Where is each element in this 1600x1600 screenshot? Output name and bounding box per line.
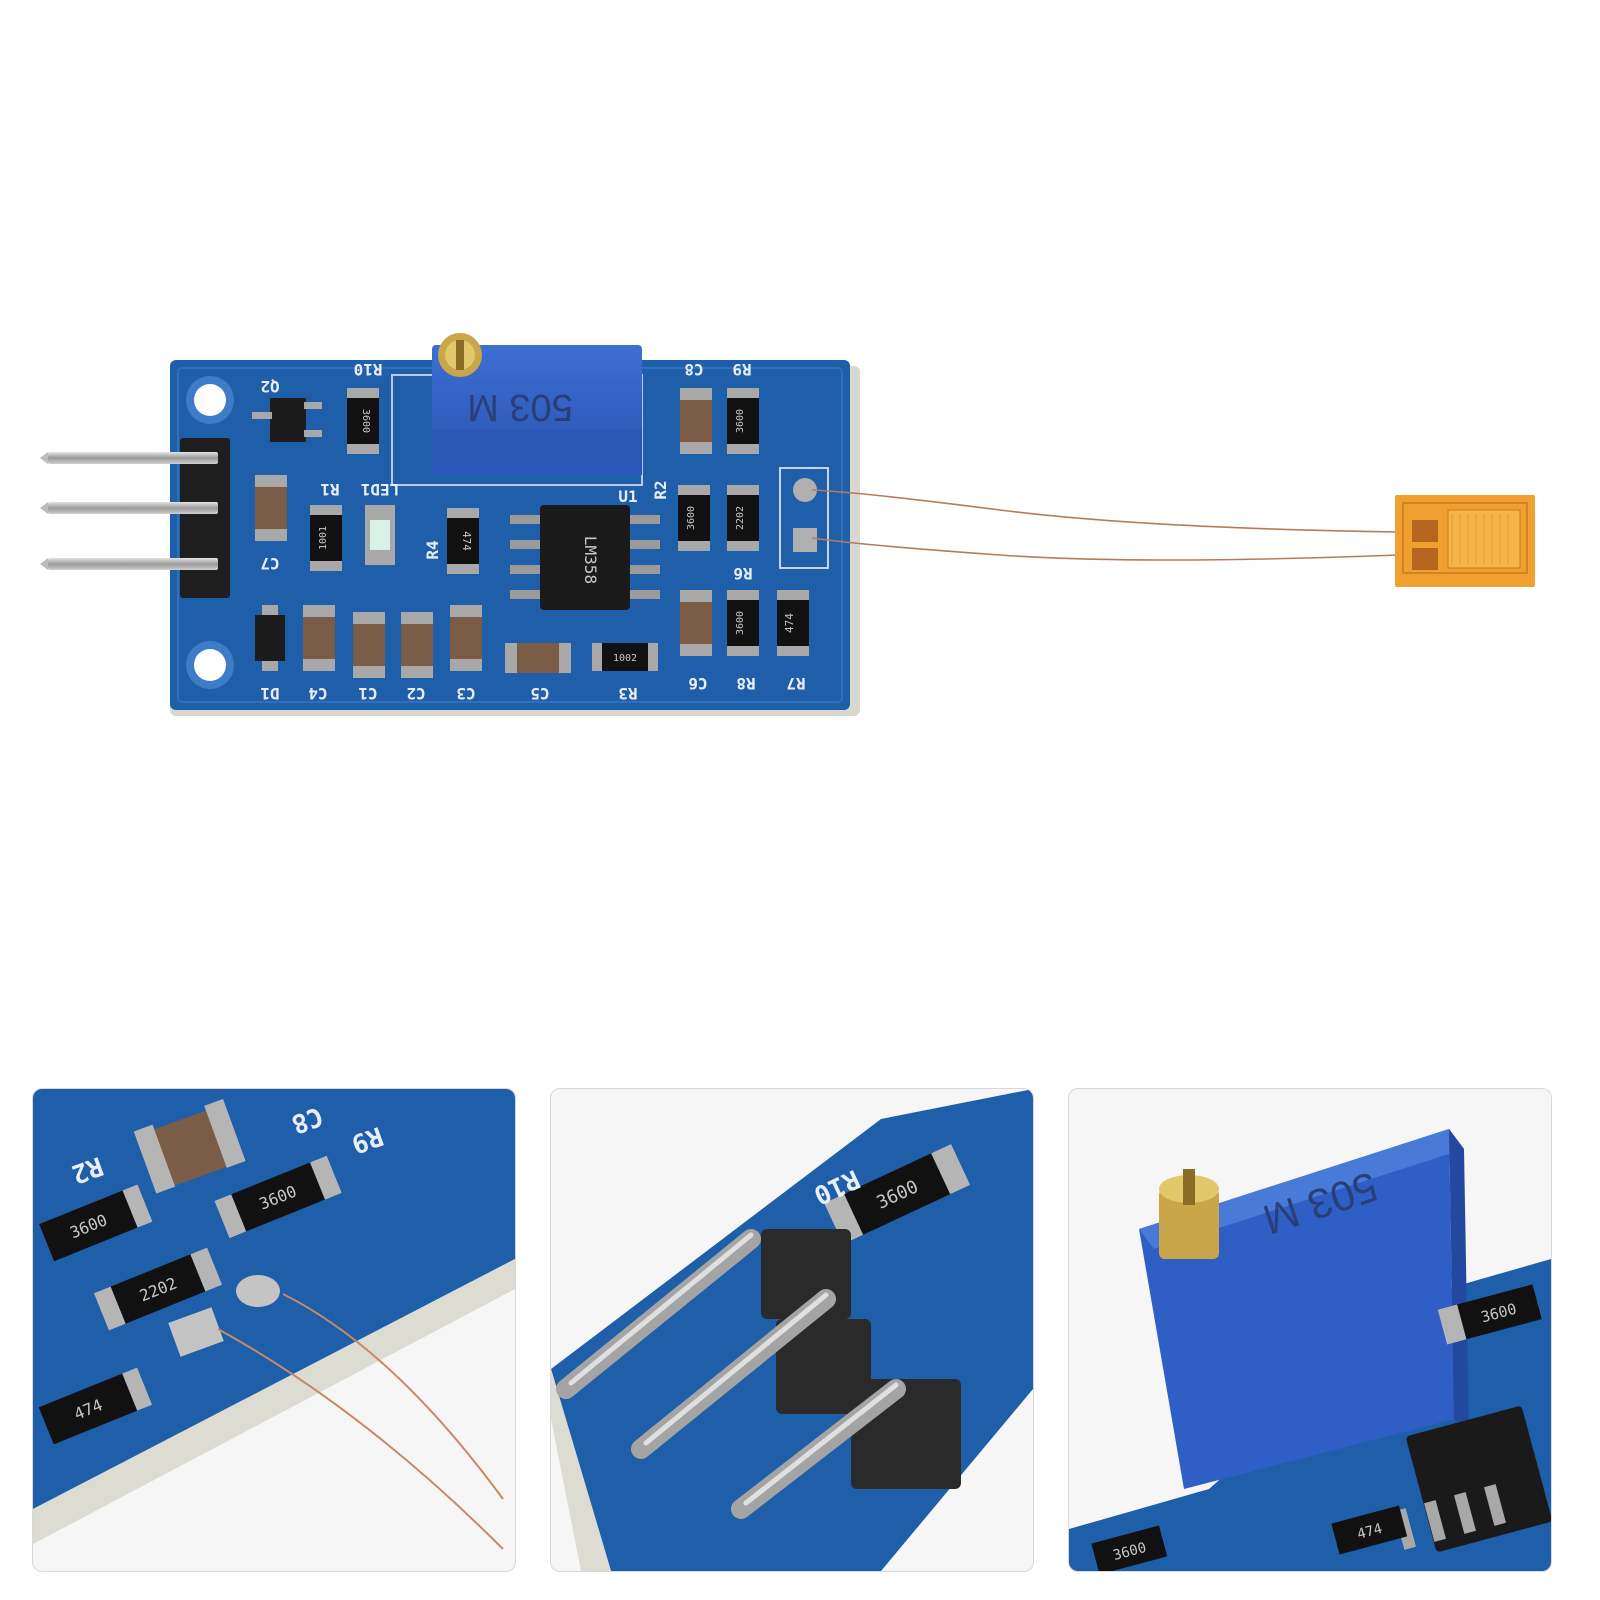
svg-text:R7: R7 [786,674,805,693]
thumbnail-potentiometer: 503 M 3600 474 3600 [1068,1088,1552,1572]
svg-text:C2: C2 [406,684,425,703]
svg-text:1001: 1001 [318,526,329,550]
silkscreen-labels: R10 Q2 R1 LED1 C7 R4 U1 R2 C8 R9 R6 D1 C… [260,360,805,703]
transistor-q2 [252,398,322,442]
svg-text:474: 474 [460,531,473,551]
sensor-wires [811,489,1399,561]
svg-text:3600: 3600 [686,506,697,530]
svg-text:C5: C5 [530,684,549,703]
svg-text:R3: R3 [618,684,637,703]
svg-text:D1: D1 [260,684,279,703]
strain-gauge [1395,495,1535,587]
thumbnail-header-pins: 3600 R10 [550,1088,1034,1572]
diode-d1 [255,605,285,671]
trimmer-potentiometer: 503 M [391,333,643,486]
svg-text:C4: C4 [308,684,327,703]
svg-text:U1: U1 [618,487,637,506]
resistors: 3600 1001 474 3600 3600 2202 3600 474 10… [310,388,809,671]
svg-text:C6: C6 [688,674,707,693]
svg-text:3600: 3600 [735,409,746,433]
mounting-hole-bottom [186,641,234,689]
capacitors [255,388,712,678]
svg-text:LED1: LED1 [361,480,400,499]
svg-text:R2: R2 [651,480,670,499]
main-product-photo: 503 M LM358 3600 1001 [40,333,1535,716]
svg-text:474: 474 [783,613,796,633]
svg-text:R1: R1 [320,480,339,499]
svg-text:Q2: Q2 [260,377,279,396]
svg-text:C8: C8 [684,360,703,379]
svg-text:474: 474 [1355,1521,1384,1543]
svg-text:3600: 3600 [360,409,371,433]
svg-text:1002: 1002 [613,653,637,664]
svg-text:C1: C1 [358,684,377,703]
svg-text:C7: C7 [260,554,279,573]
svg-text:C3: C3 [456,684,475,703]
thumbnail-sensor-pads: 3600 3600 2202 474 R2 C8 R9 [32,1088,516,1572]
svg-text:R9: R9 [732,360,751,379]
svg-text:3600: 3600 [735,611,746,635]
svg-text:2202: 2202 [735,506,746,530]
header-pins [40,438,230,598]
ic-marking: LM358 [581,536,600,584]
led [365,505,395,565]
svg-text:R4: R4 [423,540,442,559]
sensor-pads [779,467,829,569]
svg-text:R6: R6 [733,564,752,583]
svg-text:R10: R10 [354,360,383,379]
pot-marking: 503 M [467,386,573,428]
svg-text:R8: R8 [736,674,755,693]
mounting-hole-top [186,376,234,424]
ic-chip: LM358 [510,505,660,610]
